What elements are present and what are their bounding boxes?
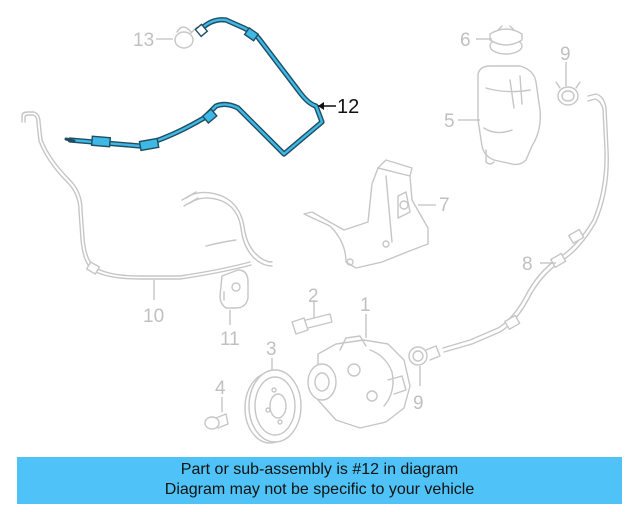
part-11-mount <box>219 269 249 309</box>
callout-9-upper: 9 <box>560 44 571 65</box>
callout-12: 12 <box>337 96 359 118</box>
part-13-clamp <box>174 26 202 49</box>
callout-2: 2 <box>308 286 319 307</box>
part-info-banner: Part or sub-assembly is #12 in diagram D… <box>17 457 622 504</box>
callout-7: 7 <box>439 195 450 216</box>
callout-3: 3 <box>266 339 277 360</box>
callout-4: 4 <box>215 378 226 399</box>
part-9-clamp-upper <box>555 81 581 106</box>
callout-11: 11 <box>220 329 240 350</box>
banner-line-part: Part or sub-assembly is #12 in diagram <box>180 461 459 478</box>
part-2-bolt <box>291 313 333 335</box>
part-8-hose <box>442 93 609 353</box>
callout-arrow-12 <box>318 102 324 110</box>
part-9-clamp-lower <box>408 345 441 366</box>
part-6-cap <box>489 25 523 55</box>
banner-line-disclaimer: Diagram may not be specific to your vehi… <box>164 481 475 498</box>
part-12-hose-highlighted <box>64 17 325 157</box>
part-7-bracket <box>303 159 429 269</box>
callout-10: 10 <box>143 306 164 327</box>
part-4-bolt <box>204 413 229 430</box>
part-10-return-line <box>21 111 273 280</box>
callout-8: 8 <box>522 254 533 275</box>
part-3-pulley <box>244 369 302 444</box>
part-1-pump <box>307 335 411 429</box>
callout-1: 1 <box>360 295 371 316</box>
callout-6: 6 <box>460 30 471 51</box>
callout-9-lower: 9 <box>413 393 424 414</box>
callout-5: 5 <box>444 111 455 132</box>
callout-13: 13 <box>133 30 154 51</box>
part-5-reservoir <box>477 65 542 166</box>
